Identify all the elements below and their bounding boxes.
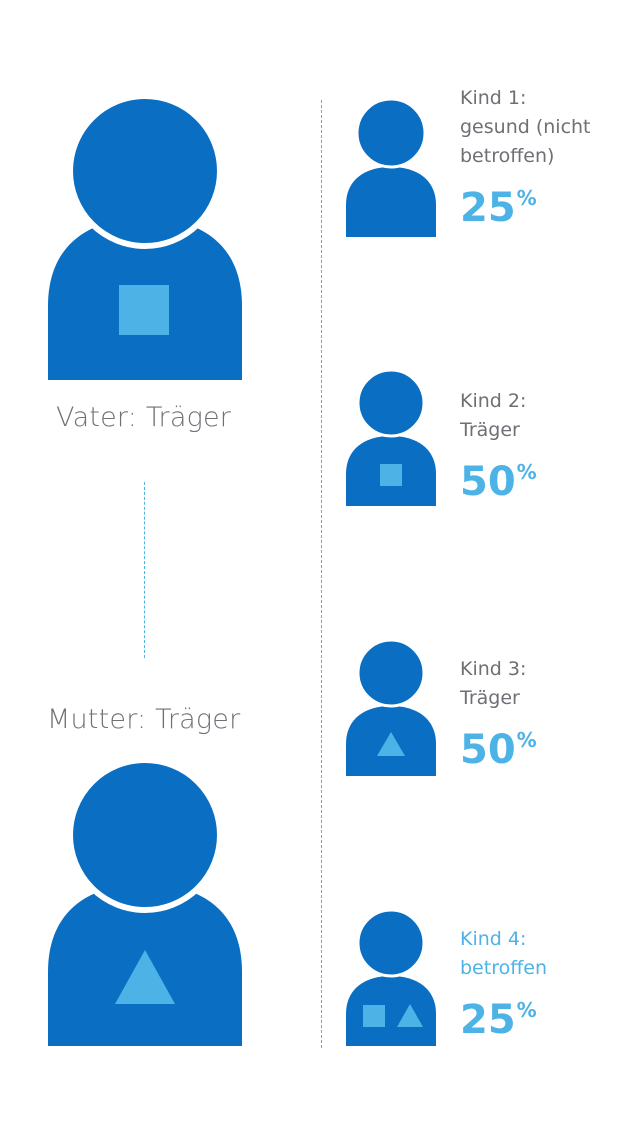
child-2-percent: 50% xyxy=(460,449,620,505)
triangle-marker xyxy=(397,1004,423,1027)
child-body xyxy=(346,167,436,237)
person-icon xyxy=(48,96,242,380)
person-icon xyxy=(346,640,436,776)
child-1-info: Kind 1: gesund (nicht betroffen) 25% xyxy=(460,84,620,231)
parents-connector xyxy=(144,482,145,658)
father-label: Vater: Träger xyxy=(56,402,232,433)
child-1-label: Kind 1: gesund (nicht betroffen) xyxy=(460,87,591,167)
mother-label: Mutter: Träger xyxy=(47,704,241,735)
father-head xyxy=(67,96,223,249)
percent-value: 25 xyxy=(460,997,516,1043)
child-body xyxy=(346,976,436,1046)
mother-figure xyxy=(48,760,242,1046)
percent-value: 25 xyxy=(460,185,516,231)
child-4-info: Kind 4: betroffen 25% xyxy=(460,925,620,1043)
child-2-label: Kind 2: Träger xyxy=(460,390,527,441)
child-4-percent: 25% xyxy=(460,987,620,1043)
child-head xyxy=(356,910,426,978)
square-marker xyxy=(363,1005,385,1027)
square-marker xyxy=(380,464,402,486)
child-3-label: Kind 3: Träger xyxy=(460,658,527,709)
percent-sign: % xyxy=(516,728,537,752)
person-icon xyxy=(48,760,242,1046)
child-head xyxy=(356,640,426,708)
percent-value: 50 xyxy=(460,459,516,505)
percent-sign: % xyxy=(516,186,537,210)
child-head xyxy=(355,99,427,169)
child-1-percent: 25% xyxy=(460,175,620,231)
percent-value: 50 xyxy=(460,727,516,773)
person-icon xyxy=(346,99,436,237)
child-head xyxy=(356,370,426,438)
percent-sign: % xyxy=(516,460,537,484)
triangle-marker xyxy=(115,950,175,1004)
child-3-info: Kind 3: Träger 50% xyxy=(460,655,620,773)
father-figure xyxy=(48,96,242,380)
child-4-label: Kind 4: betroffen xyxy=(460,928,548,979)
percent-sign: % xyxy=(516,998,537,1022)
child-3-percent: 50% xyxy=(460,717,620,773)
child-3-figure xyxy=(346,640,436,776)
triangle-marker xyxy=(377,732,405,756)
person-icon xyxy=(346,910,436,1046)
child-2-figure xyxy=(346,370,436,506)
mother-head xyxy=(67,760,223,913)
child-2-info: Kind 2: Träger 50% xyxy=(460,387,620,505)
child-1-figure xyxy=(346,99,436,237)
child-4-figure xyxy=(346,910,436,1046)
generation-divider xyxy=(321,100,322,1048)
square-marker xyxy=(119,285,169,335)
person-icon xyxy=(346,370,436,506)
